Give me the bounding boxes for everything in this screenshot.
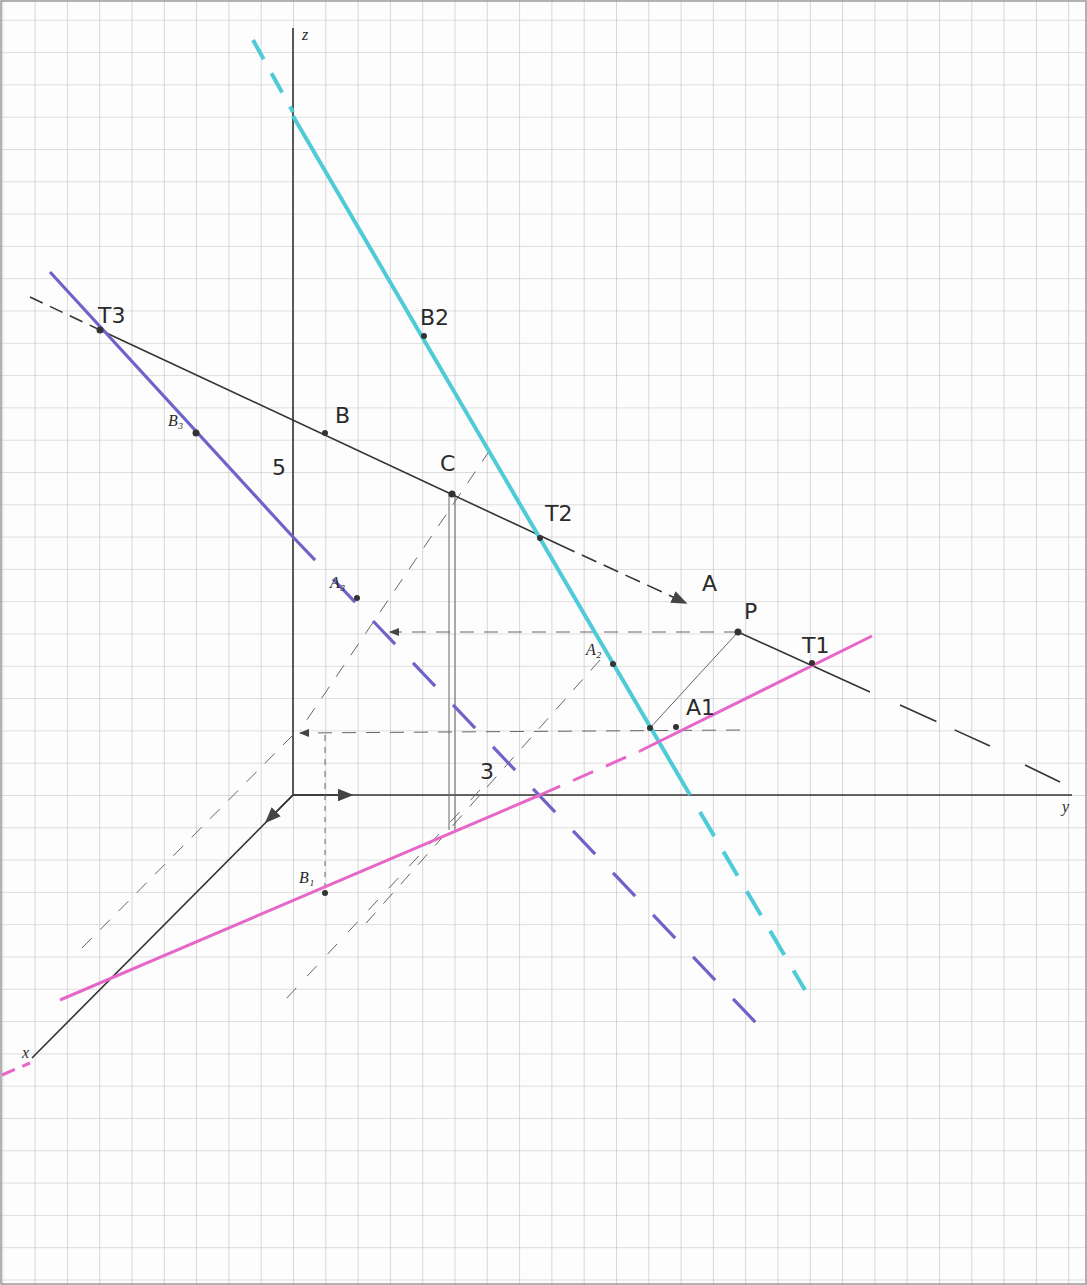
point-label: A₂ — [584, 641, 603, 659]
axis-name: y — [1060, 798, 1071, 816]
dimension-number: 5 — [270, 456, 288, 480]
pink-trace-line — [2, 636, 872, 1075]
point-label: T2 — [543, 502, 574, 526]
point-label: B₃ — [166, 412, 185, 430]
point-label: C — [438, 452, 457, 476]
point-label: B — [333, 404, 352, 428]
point-label: T1 — [800, 634, 831, 658]
construction-lines — [80, 450, 740, 1000]
cyan-trace-line — [253, 40, 805, 990]
point-label: B₁ — [297, 869, 316, 887]
axis-name: x — [20, 1044, 31, 1062]
axis-name: z — [300, 26, 310, 44]
point-label: A1 — [684, 696, 717, 720]
point-dots — [97, 327, 816, 897]
line-a-b — [30, 297, 1060, 782]
dimension-number: 3 — [478, 760, 496, 784]
point-label: B2 — [418, 306, 451, 330]
point-label: A₃ — [328, 574, 347, 592]
point-label: A — [700, 572, 719, 596]
purple-trace-line — [50, 272, 758, 1025]
point-label: T3 — [96, 304, 127, 328]
point-label: P — [742, 600, 759, 624]
coordinate-axes — [32, 28, 1072, 1058]
